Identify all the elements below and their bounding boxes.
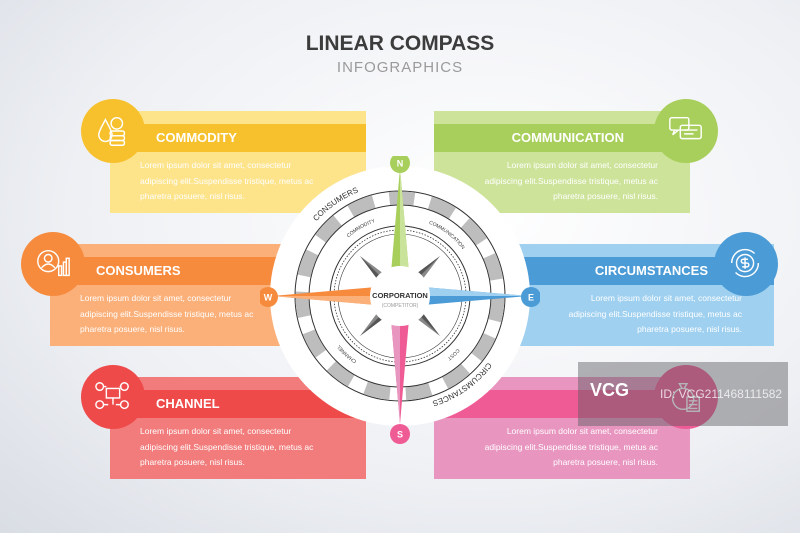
page-title: LINEAR COMPASS: [305, 32, 495, 55]
panel-title: COMMODITY: [110, 124, 366, 152]
watermark-logo: VCG: [590, 380, 630, 400]
panel-title: CONSUMERS: [50, 257, 306, 285]
page-subtitle: INFOGRAPHICS: [336, 59, 464, 76]
center-circle: [370, 266, 430, 326]
panel-icon-circle: [81, 99, 145, 163]
panel-icon-circle: [654, 99, 718, 163]
consumer-chart-icon: [37, 249, 70, 277]
panel-text: Lorem ipsum dolor sit amet, consectetur …: [140, 160, 314, 201]
panel-icon-circle: [21, 232, 85, 296]
panel-title: COMMUNICATION: [434, 124, 690, 152]
panel-text: Lorem ipsum dolor sit amet, consectetur …: [484, 160, 658, 201]
panel-icon-circle: [654, 365, 718, 429]
info-panel-cost: Lorem ipsum dolor sit amet, consectetur …: [434, 377, 690, 479]
panel-icon-circle: [81, 365, 145, 429]
watermark: [578, 362, 788, 426]
panel-text: Lorem ipsum dolor sit amet, consectetur …: [80, 293, 254, 334]
watermark-id: ID: VCG211468111582: [660, 387, 783, 401]
money-bag-calculator-icon: [672, 382, 701, 412]
panel-text: Lorem ipsum dolor sit amet, consectetur …: [140, 426, 314, 467]
center-title: CORPORATION: [372, 291, 428, 300]
dollar-cycle-icon: [731, 248, 760, 278]
compass: CORPORATION (COMPETITOR) N S W E CONSUME…: [260, 156, 540, 444]
channel-network-icon: [95, 382, 129, 410]
north-label: N: [397, 159, 404, 169]
panel-title: CHANNEL: [110, 390, 366, 418]
chat-bubbles-icon: [669, 116, 702, 140]
panel-text: Lorem ipsum dolor sit amet, consectetur …: [568, 293, 742, 334]
east-label: E: [528, 293, 534, 303]
panel-icon-circle: [714, 232, 778, 296]
panel-text: Lorem ipsum dolor sit amet, consectetur …: [484, 426, 658, 467]
oil-coins-icon: [98, 116, 126, 146]
center-subtitle: (COMPETITOR): [382, 303, 419, 309]
south-label: S: [397, 430, 403, 440]
info-panel-commodity: COMMODITY Lorem ipsum dolor sit amet, co…: [110, 111, 366, 213]
west-label: W: [264, 293, 273, 303]
